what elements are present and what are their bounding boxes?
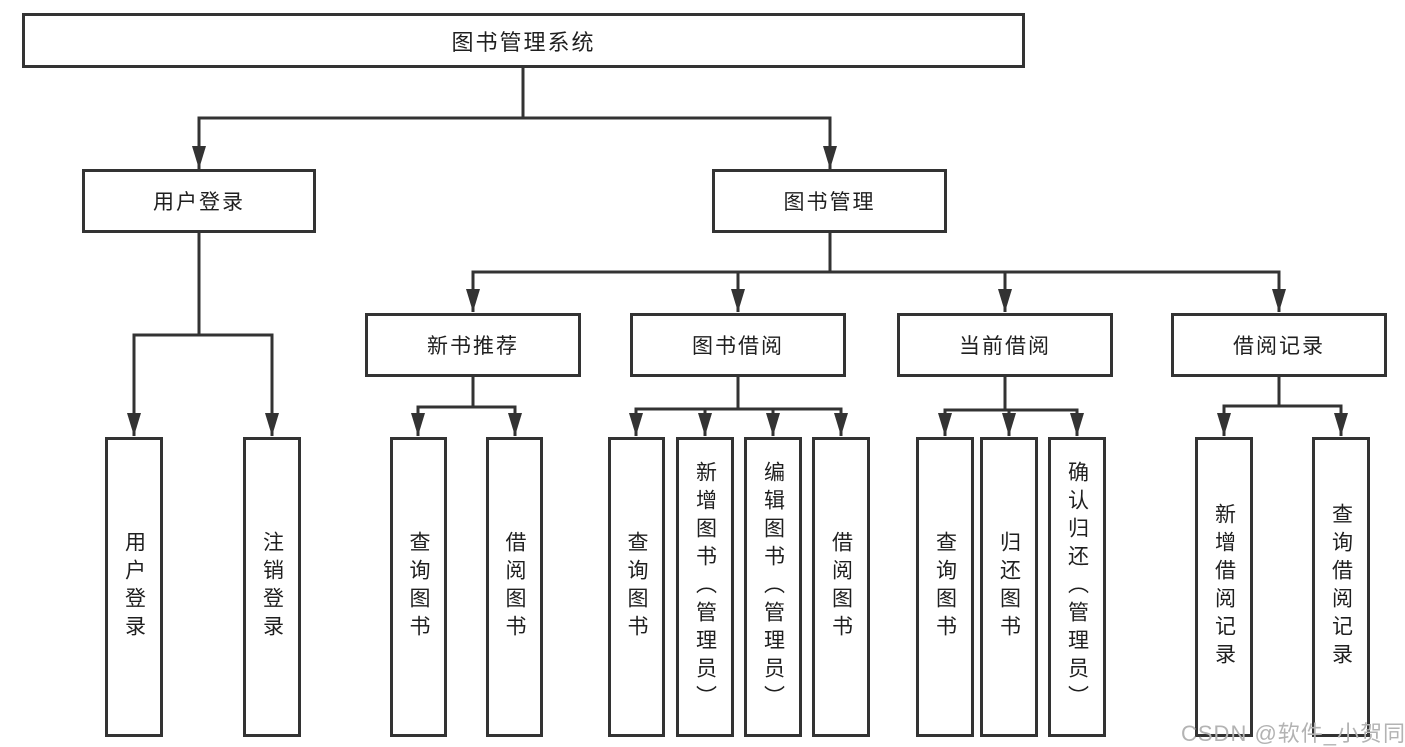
node-query-books-1: 查询图书 xyxy=(390,437,447,737)
node-borrow-books-1: 借阅图书 xyxy=(486,437,543,737)
node-logout: 注销登录 xyxy=(243,437,301,737)
node-query-borrow-record: 查询借阅记录 xyxy=(1312,437,1370,737)
node-library-system: 图书管理系统 xyxy=(22,13,1025,68)
node-current-borrow: 当前借阅 xyxy=(897,313,1113,377)
node-borrow-records: 借阅记录 xyxy=(1171,313,1387,377)
node-query-books-3: 查询图书 xyxy=(916,437,974,737)
csdn-watermark: CSDN @软件_小贺同学 xyxy=(1181,721,1405,746)
node-edit-books-admin: 编辑图书（管理员） xyxy=(744,437,802,737)
node-user-login-leaf: 用户登录 xyxy=(105,437,163,737)
node-add-books-admin: 新增图书（管理员） xyxy=(676,437,734,737)
node-new-book-recommend: 新书推荐 xyxy=(365,313,581,377)
node-return-books: 归还图书 xyxy=(980,437,1038,737)
node-book-borrow: 图书借阅 xyxy=(630,313,846,377)
node-user-login: 用户登录 xyxy=(82,169,316,233)
node-borrow-books-2: 借阅图书 xyxy=(812,437,870,737)
node-book-management: 图书管理 xyxy=(712,169,947,233)
node-add-borrow-record: 新增借阅记录 xyxy=(1195,437,1253,737)
node-query-books-2: 查询图书 xyxy=(608,437,665,737)
node-confirm-return-admin: 确认归还（管理员） xyxy=(1048,437,1106,737)
